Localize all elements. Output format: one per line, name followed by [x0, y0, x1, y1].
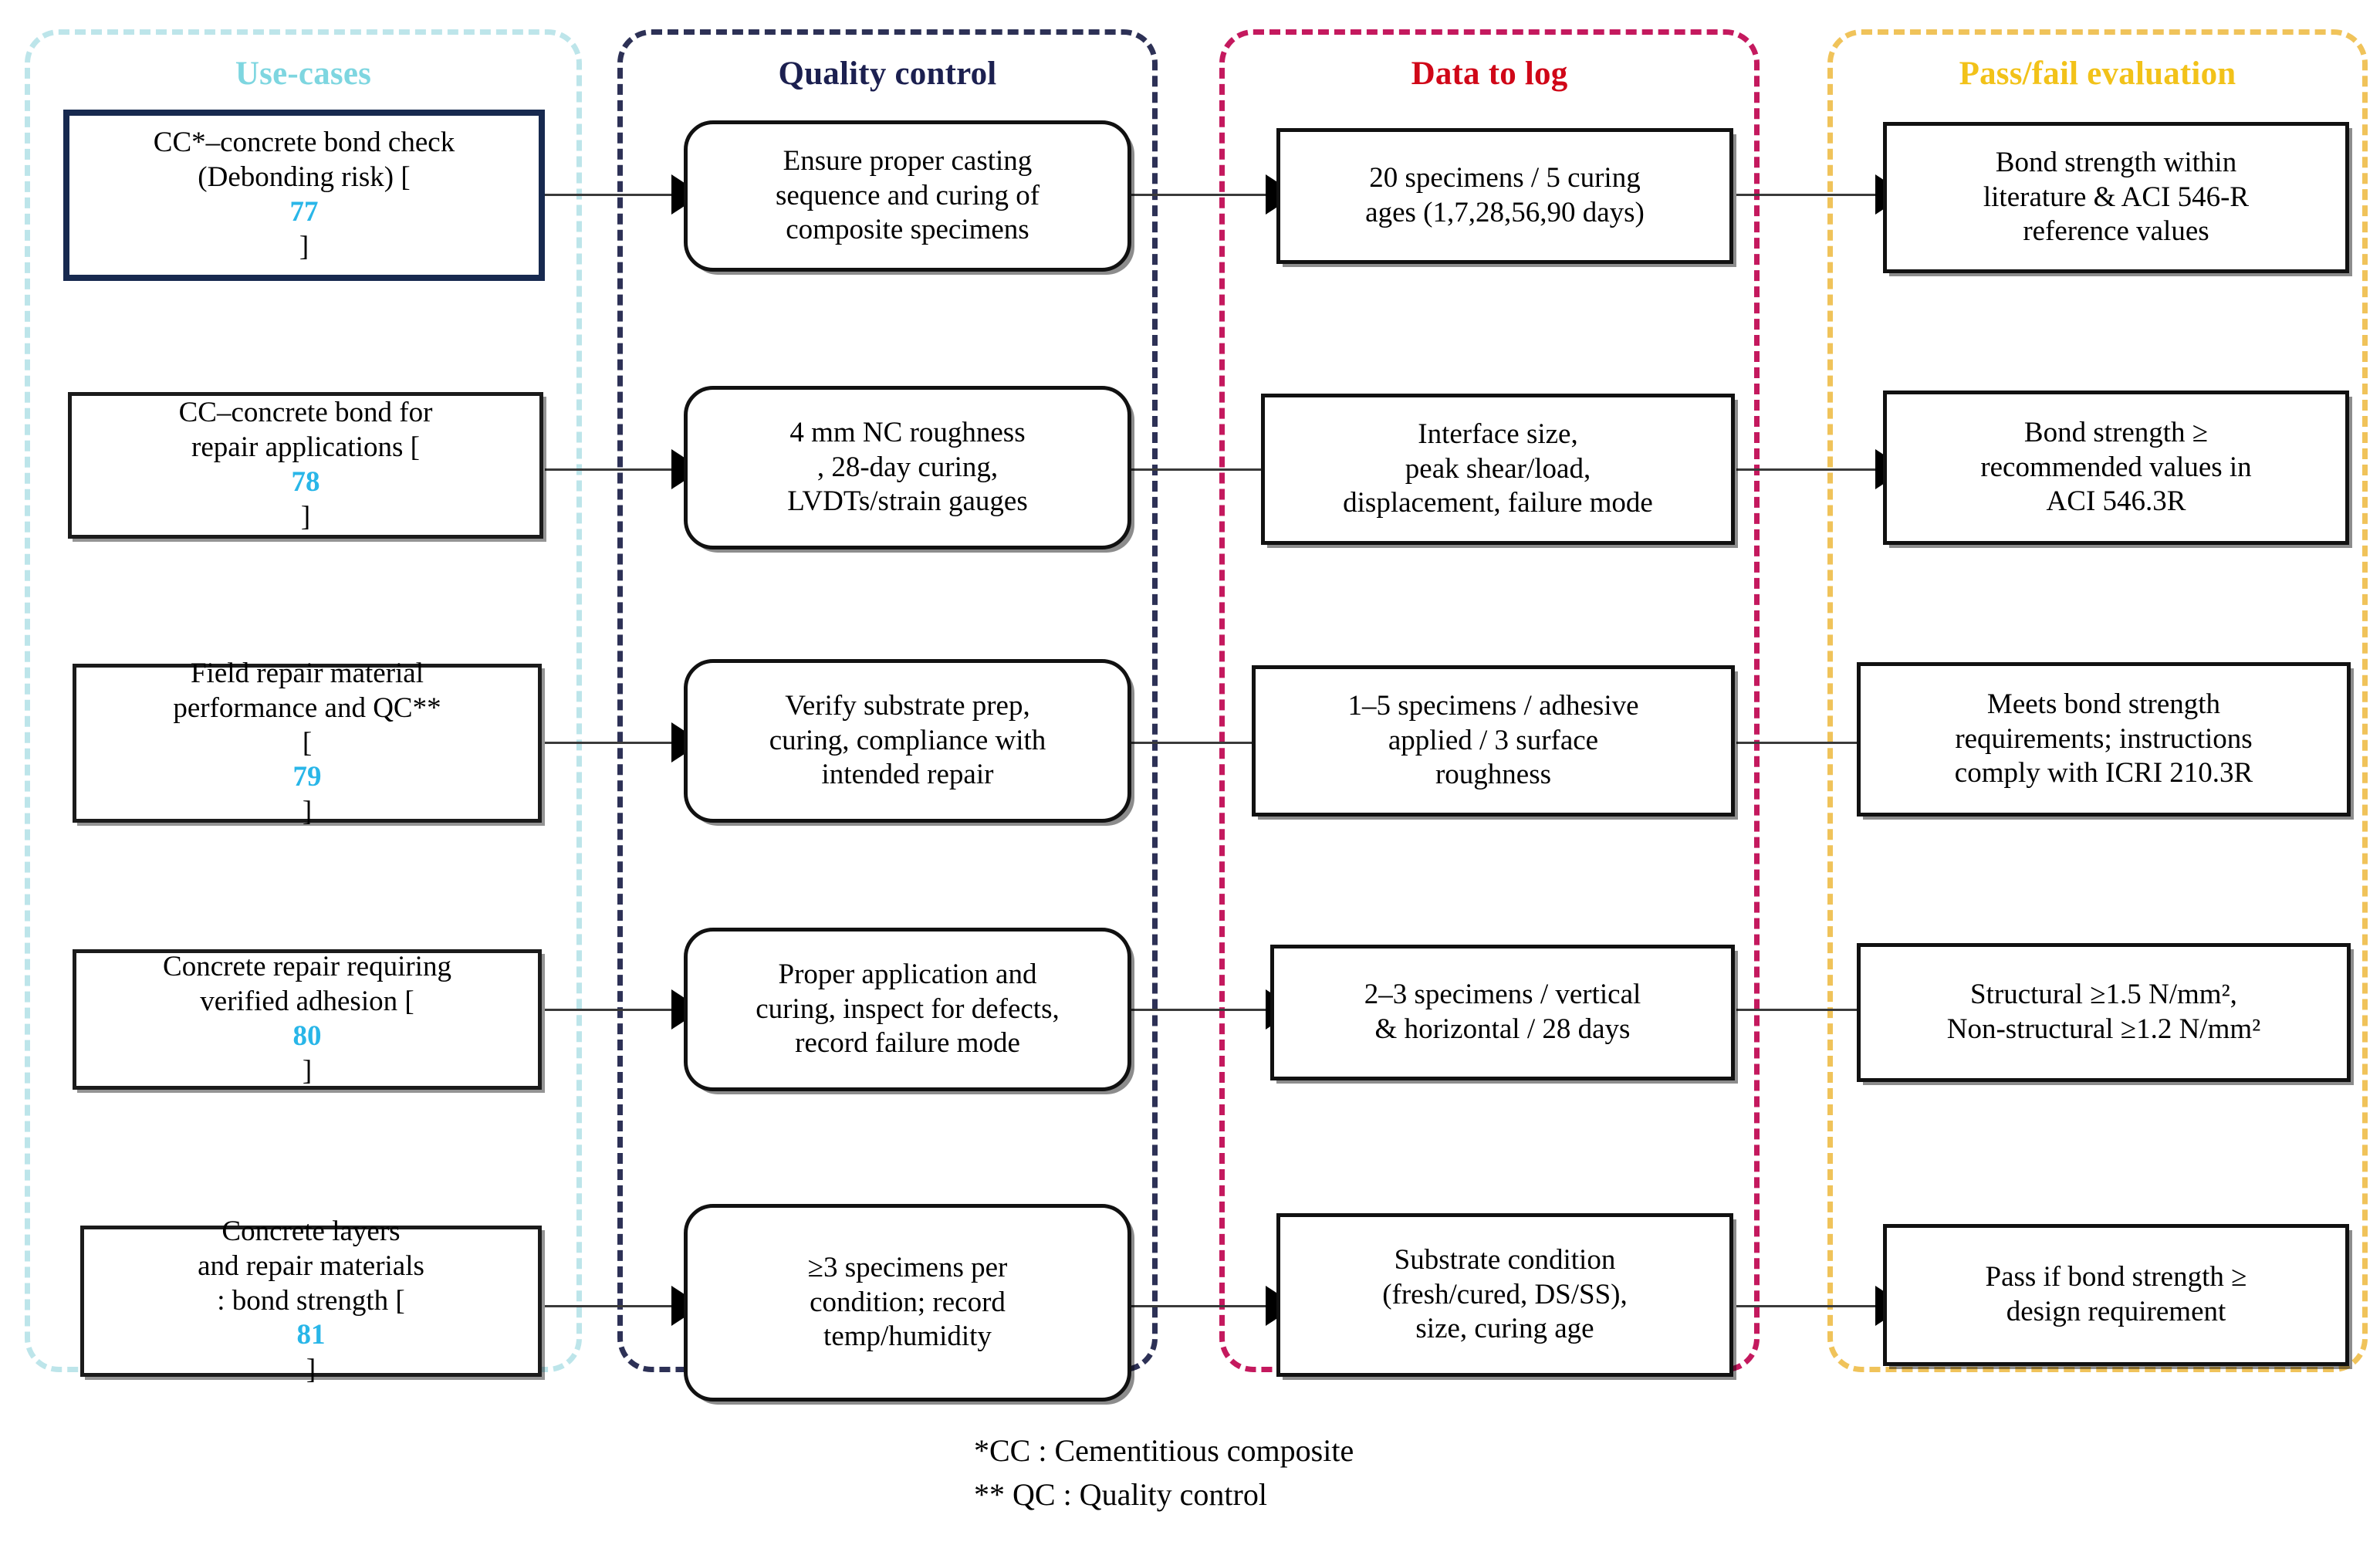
pass-fail-text-4: Structural ≥1.5 N/mm², Non-structural ≥1… [1946, 979, 2261, 1045]
use-case-box-4[interactable]: Concrete repair requiring verified adhes… [73, 949, 542, 1090]
use-case-text-4: Concrete repair requiring verified adhes… [163, 951, 451, 1087]
connector-r4-data-to-pass [1736, 1009, 1889, 1011]
data-to-log-box-4[interactable]: 2–3 specimens / vertical & horizontal / … [1270, 945, 1735, 1080]
lane-title-pass-fail-evaluation: Pass/fail evaluation [1959, 56, 2236, 92]
citation-80: 80 [292, 1020, 322, 1052]
quality-control-box-1[interactable]: Ensure proper casting sequence and curin… [684, 120, 1131, 272]
pass-fail-text-1: Bond strength within literature & ACI 54… [1983, 146, 2250, 248]
pass-fail-box-3[interactable]: Meets bond strength requirements; instru… [1857, 662, 2351, 817]
data-to-log-text-5: Substrate condition (fresh/cured, DS/SS)… [1382, 1243, 1628, 1345]
use-case-text-1: CC*–concrete bond check (Debonding risk)… [153, 127, 455, 262]
data-to-log-text-2: Interface size, peak shear/load, displac… [1343, 418, 1653, 519]
citation-79: 79 [292, 761, 322, 793]
data-to-log-text-3: 1–5 specimens / adhesive applied / 3 sur… [1347, 689, 1639, 791]
quality-control-text-5: ≥3 specimens per condition; record temp/… [807, 1251, 1008, 1353]
footnotes: *CC : Cementitious composite ** QC : Qua… [974, 1429, 1354, 1517]
data-to-log-box-5[interactable]: Substrate condition (fresh/cured, DS/SS)… [1276, 1213, 1733, 1377]
quality-control-box-5[interactable]: ≥3 specimens per condition; record temp/… [684, 1204, 1131, 1402]
pass-fail-text-2: Bond strength ≥ recommended values in AC… [1980, 416, 2252, 518]
quality-control-text-3: Verify substrate prep, curing, complianc… [769, 689, 1046, 791]
connector-r3-qc-to-data [1125, 742, 1280, 744]
use-case-box-5[interactable]: Concrete layers and repair materials : b… [80, 1216, 542, 1385]
connector-r5-qc-to-data [1125, 1305, 1280, 1307]
connector-r2-use-to-qc [545, 468, 684, 471]
connector-r3-use-to-qc [545, 742, 684, 744]
citation-77: 77 [289, 196, 319, 228]
quality-control-box-2[interactable]: 4 mm NC roughness , 28-day curing, LVDTs… [684, 386, 1131, 549]
lane-title-quality-control: Quality control [778, 56, 997, 92]
data-to-log-box-2[interactable]: Interface size, peak shear/load, displac… [1261, 394, 1735, 545]
connector-r1-use-to-qc [545, 194, 684, 196]
connector-r3-data-to-pass [1736, 742, 1889, 744]
connector-r5-use-to-qc [545, 1305, 684, 1307]
data-to-log-box-3[interactable]: 1–5 specimens / adhesive applied / 3 sur… [1252, 665, 1735, 817]
use-case-box-3[interactable]: Field repair material performance and QC… [73, 658, 542, 827]
use-case-box-2[interactable]: CC–concrete bond for repair applications… [68, 392, 543, 539]
connector-r1-data-to-pass [1736, 194, 1889, 196]
pass-fail-box-2[interactable]: Bond strength ≥ recommended values in AC… [1883, 391, 2349, 545]
quality-control-box-4[interactable]: Proper application and curing, inspect f… [684, 928, 1131, 1091]
use-case-text-3: Field repair material performance and QC… [173, 658, 441, 828]
data-to-log-text-1: 20 specimens / 5 curing ages (1,7,28,56,… [1365, 162, 1645, 228]
pass-fail-box-5[interactable]: Pass if bond strength ≥ design requireme… [1883, 1224, 2349, 1366]
connector-r5-data-to-pass [1736, 1305, 1889, 1307]
connector-r4-qc-to-data [1125, 1009, 1280, 1011]
pass-fail-box-1[interactable]: Bond strength within literature & ACI 54… [1883, 122, 2349, 273]
data-to-log-box-1[interactable]: 20 specimens / 5 curing ages (1,7,28,56,… [1276, 128, 1733, 264]
pass-fail-box-4[interactable]: Structural ≥1.5 N/mm², Non-structural ≥1… [1857, 943, 2351, 1082]
footnote-qc: ** QC : Quality control [974, 1476, 1267, 1512]
citation-78: 78 [291, 466, 320, 498]
connector-r2-qc-to-data [1125, 468, 1280, 471]
quality-control-text-1: Ensure proper casting sequence and curin… [775, 144, 1040, 246]
quality-control-text-4: Proper application and curing, inspect f… [756, 958, 1060, 1060]
use-case-box-1[interactable]: CC*–concrete bond check (Debonding risk)… [63, 110, 545, 281]
lane-pass-fail-evaluation: Pass/fail evaluation [1827, 29, 2368, 1372]
quality-control-box-3[interactable]: Verify substrate prep, curing, complianc… [684, 659, 1131, 823]
citation-81: 81 [296, 1319, 326, 1351]
pass-fail-text-3: Meets bond strength requirements; instru… [1954, 688, 2253, 790]
connector-r2-data-to-pass [1736, 468, 1889, 471]
pass-fail-text-5: Pass if bond strength ≥ design requireme… [1985, 1261, 2247, 1327]
quality-control-text-2: 4 mm NC roughness , 28-day curing, LVDTs… [787, 416, 1028, 518]
connector-r1-qc-to-data [1125, 194, 1280, 196]
lane-title-data-to-log: Data to log [1411, 56, 1568, 92]
use-case-text-5: Concrete layers and repair materials : b… [198, 1216, 424, 1386]
connector-r4-use-to-qc [545, 1009, 684, 1011]
footnote-cc: *CC : Cementitious composite [974, 1433, 1354, 1468]
use-case-text-2: CC–concrete bond for repair applications… [178, 397, 433, 533]
data-to-log-text-4: 2–3 specimens / vertical & horizontal / … [1364, 979, 1641, 1045]
lane-title-use-cases: Use-cases [235, 56, 372, 92]
